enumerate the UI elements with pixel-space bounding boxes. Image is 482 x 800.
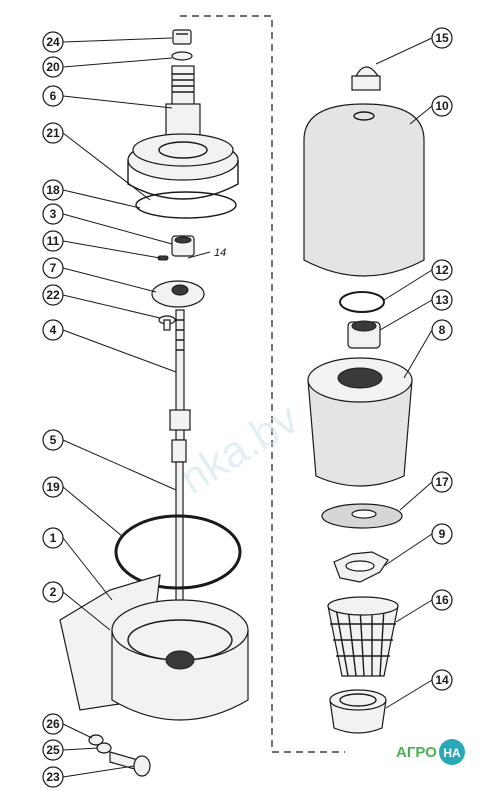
- callout-21: 21: [42, 122, 64, 144]
- svg-text:22: 22: [46, 288, 60, 302]
- svg-text:8: 8: [439, 323, 446, 337]
- svg-text:25: 25: [46, 743, 60, 757]
- callout-14: 14: [431, 669, 453, 691]
- logo-text-left: АГРО: [396, 744, 437, 761]
- callout-16: 16: [431, 589, 453, 611]
- svg-text:24: 24: [46, 35, 60, 49]
- svg-text:20: 20: [46, 60, 60, 74]
- svg-text:15: 15: [435, 31, 449, 45]
- part-19-o-ring: [114, 514, 242, 590]
- svg-text:6: 6: [50, 89, 57, 103]
- svg-text:5: 5: [50, 433, 57, 447]
- part-8-rotor-bowl: [307, 357, 413, 487]
- callout-3: 3: [42, 203, 64, 225]
- callout-12: 12: [431, 259, 453, 281]
- svg-text:3: 3: [50, 207, 57, 221]
- callout-25: 25: [42, 739, 64, 761]
- part-10-cover: [303, 103, 425, 277]
- part-7-flange: [151, 280, 205, 308]
- callout-22: 22: [42, 284, 64, 306]
- part-24-cap-nut: [172, 29, 192, 45]
- callout-4: 4: [42, 319, 64, 341]
- svg-text:23: 23: [46, 770, 60, 784]
- svg-text:21: 21: [46, 126, 60, 140]
- callout-24: 24: [42, 31, 64, 53]
- svg-text:4: 4: [50, 323, 57, 337]
- svg-text:2: 2: [50, 585, 57, 599]
- callout-8: 8: [431, 319, 453, 341]
- callout-15: 15: [431, 27, 453, 49]
- svg-text:10: 10: [435, 99, 449, 113]
- part-18-seal-ring: [135, 191, 237, 219]
- part-22-screw: [158, 315, 176, 331]
- part-23-bolt: [109, 751, 151, 777]
- callout-17: 17: [431, 471, 453, 493]
- inline-label-14: 14: [214, 247, 226, 259]
- svg-text:11: 11: [47, 234, 60, 248]
- callout-19: 19: [42, 476, 64, 498]
- part-15-cap-nut: [351, 66, 381, 91]
- part-3-nozzle: [171, 235, 195, 257]
- callout-10: 10: [431, 95, 453, 117]
- svg-text:17: 17: [435, 475, 449, 489]
- part-26-washer: [88, 734, 104, 746]
- svg-text:14: 14: [435, 673, 449, 687]
- callout-5: 5: [42, 429, 64, 451]
- part-17-disc: [321, 503, 403, 529]
- leader-lines: [62, 37, 433, 778]
- part-4-axle: [169, 309, 191, 463]
- assembly-route-line: [180, 15, 345, 753]
- callout-23: 23: [42, 766, 64, 788]
- callouts-left: 24 20 6 21 18 3 11 7 22 4 5 19 1 2 26 25…: [42, 31, 64, 788]
- part-14-collar: [329, 689, 387, 734]
- callout-26: 26: [42, 713, 64, 735]
- part-9-star-plate: [333, 551, 389, 583]
- callout-6: 6: [42, 85, 64, 107]
- svg-text:18: 18: [46, 183, 60, 197]
- callout-7: 7: [42, 257, 64, 279]
- callout-18: 18: [42, 179, 64, 201]
- part-1-base-housing: [111, 599, 249, 721]
- part-16-mesh-filter: [327, 596, 399, 677]
- part-13-nut: [347, 320, 381, 349]
- part-25-washer: [96, 742, 112, 754]
- svg-text:26: 26: [46, 717, 60, 731]
- svg-text:1: 1: [50, 531, 57, 545]
- callout-13: 13: [431, 289, 453, 311]
- agrona-logo: АГРО НА: [396, 739, 465, 765]
- logo-circle-icon: [439, 739, 465, 765]
- callout-2: 2: [42, 581, 64, 603]
- svg-text:12: 12: [435, 263, 449, 277]
- watermark-text: nka.bv: [171, 394, 307, 504]
- svg-text:13: 13: [435, 293, 449, 307]
- callout-1: 1: [42, 527, 64, 549]
- callout-11: 11: [42, 230, 64, 252]
- part-5-tube: [175, 461, 184, 613]
- svg-text:9: 9: [439, 527, 446, 541]
- part-12-ring: [339, 291, 385, 313]
- callout-9: 9: [431, 523, 453, 545]
- svg-text:19: 19: [46, 480, 60, 494]
- svg-text:7: 7: [50, 261, 57, 275]
- part-20-washer: [171, 51, 193, 61]
- part-21-rotor-pulley: [127, 133, 239, 200]
- svg-text:16: 16: [435, 593, 449, 607]
- callouts-right: 15 10 12 13 8 17 9 16 14: [431, 27, 453, 691]
- logo-text-right: НА: [443, 746, 461, 760]
- callout-20: 20: [42, 56, 64, 78]
- part-6-rotor-shaft: [165, 65, 201, 145]
